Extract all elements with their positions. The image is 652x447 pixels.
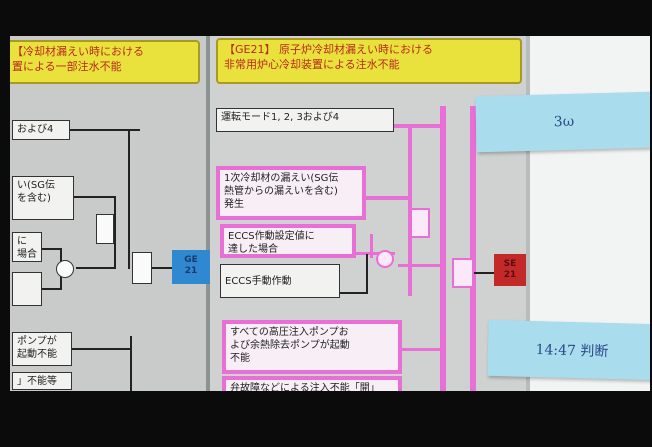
- left-box-b: [12, 272, 42, 306]
- logic-gate: [132, 252, 152, 284]
- highlight-line: [400, 348, 444, 351]
- connector-line: [76, 267, 116, 269]
- sticky-note-top: 3ω: [475, 91, 650, 153]
- left-box-last: 」不能等: [12, 372, 72, 390]
- connector-line: [474, 272, 496, 274]
- se21-terminal: SE 21: [494, 254, 526, 286]
- highlight-line: [355, 252, 395, 255]
- highlight-line: [370, 234, 373, 258]
- highlight-line: [440, 106, 446, 391]
- box-valve-failure: 弁故障などによる注入不能「開」: [222, 376, 402, 391]
- connector-line: [130, 336, 132, 391]
- highlight-line: [470, 106, 476, 391]
- connector-line: [114, 196, 116, 268]
- connector-line: [152, 267, 172, 269]
- connector-line: [74, 196, 114, 198]
- left-box-a: に 場合: [12, 232, 42, 262]
- logic-gate: [96, 214, 114, 244]
- logic-gate: [410, 208, 430, 238]
- sticky-note-time: 14:47 判断: [487, 319, 650, 381]
- connector-line: [70, 129, 140, 131]
- left-box-pump: ポンプが 起動不能: [12, 332, 72, 366]
- connector-line: [128, 129, 130, 269]
- or-gate-circle: [56, 260, 74, 278]
- left-box-leak: い(SG伝 を含む): [12, 176, 74, 220]
- or-gate-circle: [376, 250, 394, 268]
- ge21-terminal: GE 21: [172, 250, 210, 284]
- panel-divider: [206, 36, 211, 391]
- box-eccs-manual: ECCS手動作動: [220, 264, 340, 298]
- panel-divider: [526, 36, 530, 391]
- photographed-whiteboard: 【冷却材漏えい時における 置による一部注水不能 および4 い(SG伝 を含む) …: [10, 36, 650, 391]
- box-operation-modes: 運転モード1, 2, 3および4: [216, 108, 394, 132]
- ge21-header: 【GE21】 原子炉冷却材漏えい時における 非常用炉心冷却装置による注水不能: [216, 38, 522, 84]
- box-all-pumps-fail: すべての高圧注入ポンプお よび余熱除去ポンプが起動 不能: [222, 320, 402, 374]
- connector-line: [42, 288, 62, 290]
- highlight-line: [355, 196, 411, 200]
- connector-line: [366, 254, 368, 294]
- highlight-line: [398, 264, 446, 267]
- logic-gate: [452, 258, 474, 288]
- connector-line: [72, 348, 132, 350]
- connector-line: [340, 292, 366, 294]
- highlight-line: [388, 124, 446, 128]
- left-box-modes: および4: [12, 120, 70, 140]
- box-eccs-setpoint: ECCS作動設定値に 達した場合: [220, 224, 356, 258]
- left-panel-header: 【冷却材漏えい時における 置による一部注水不能: [10, 40, 200, 84]
- connector-line: [42, 248, 62, 250]
- box-coolant-leak: 1次冷却材の漏えい(SG伝 熱管からの漏えいを含む) 発生: [216, 166, 366, 220]
